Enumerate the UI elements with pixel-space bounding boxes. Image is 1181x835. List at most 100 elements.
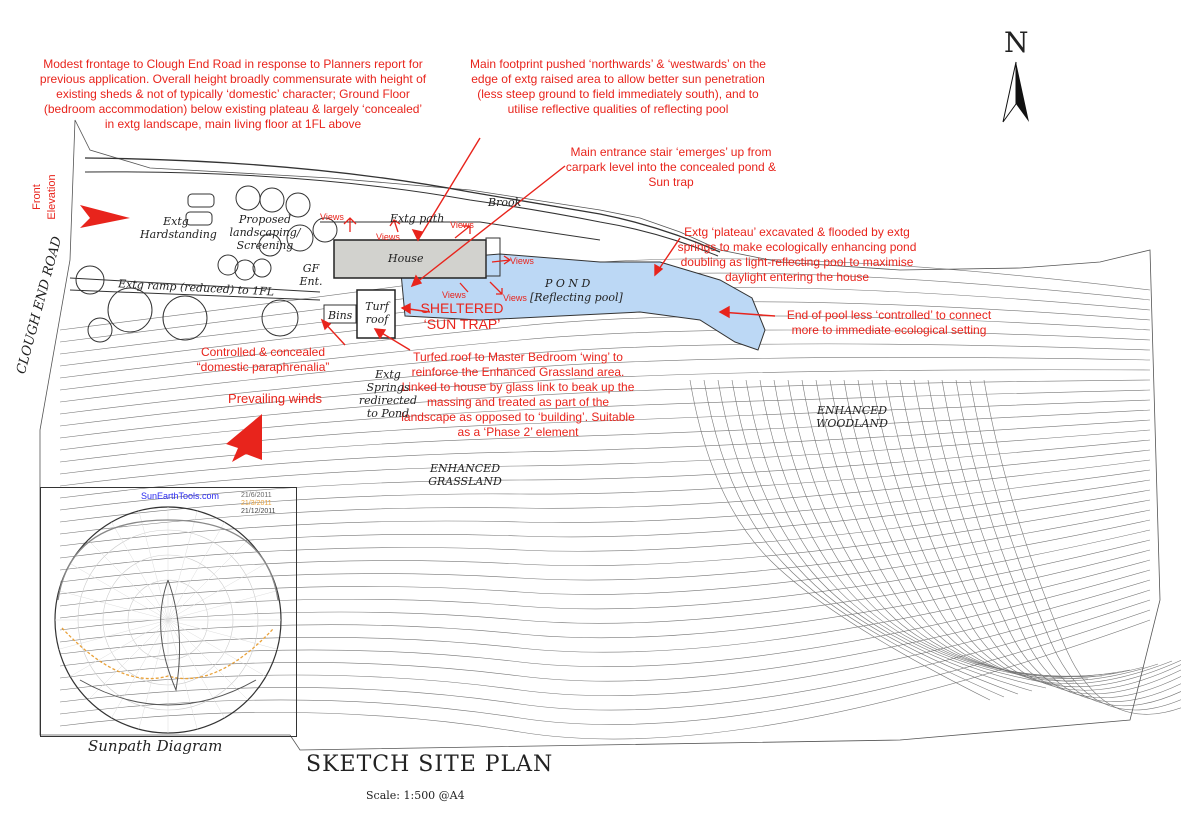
contour-line (59, 559, 1151, 655)
house-label: House (388, 252, 424, 265)
contour-line (955, 379, 1181, 707)
contour-line (59, 399, 1151, 463)
contour-line (59, 429, 1151, 499)
sunpath-legend-winter: 21/12/2011 (241, 508, 276, 515)
contour-line (59, 343, 1151, 403)
contour-line (59, 529, 1151, 619)
scale-label: Scale: 1:500 @A4 (366, 789, 465, 802)
note-entrance: Main entrance stair ‘emerges’ up from ca… (565, 145, 777, 189)
contour-line (745, 379, 1047, 689)
contour-line (59, 519, 1151, 607)
contour-line (59, 389, 1151, 451)
car (185, 211, 213, 226)
stair-block (485, 237, 501, 277)
contour-line (59, 589, 1151, 696)
contour-line (941, 379, 1181, 702)
summer-solstice-path (57, 519, 279, 601)
contour-line (59, 549, 1151, 643)
contour-line (773, 379, 1075, 683)
pond-label: P O N D (545, 277, 591, 290)
note-frontage: Modest frontage to Clough End Road in re… (39, 57, 427, 131)
note-pool-end: End of pool less ‘controlled’ to connect… (786, 308, 992, 337)
contour-line (885, 379, 1181, 688)
contour-line (927, 379, 1181, 698)
sunpath-panel: SunEarthTools.com 21/6/2011 21/3/2011 21… (40, 487, 297, 737)
equinox-path (61, 627, 275, 680)
contour-line (59, 315, 1151, 379)
trees (75, 185, 338, 343)
sunpath-azimuth-line (58, 590, 169, 621)
sunpath-azimuth-line (167, 539, 249, 621)
contour-line (59, 509, 1151, 595)
north-label: N (1004, 26, 1029, 59)
contour-line (857, 379, 1159, 682)
contour-line (59, 449, 1151, 523)
page-title: SKETCH SITE PLAN (306, 752, 554, 777)
contour-line (59, 357, 1151, 415)
sunpath-azimuth-line (167, 619, 249, 701)
sunpath-caption: Sunpath Diagram (88, 737, 223, 755)
sunpath-azimuth-line (167, 619, 198, 730)
views-label: Views (450, 220, 474, 230)
sunpath-azimuth-line (111, 522, 169, 621)
brook-line (84, 157, 721, 253)
brook-label: Brook (488, 196, 522, 209)
contour-line (59, 539, 1151, 631)
views-label: Views (510, 256, 534, 266)
contour-line (59, 439, 1151, 511)
woodland-label: ENHANCED WOODLAND (816, 404, 888, 430)
sunpath-azimuth-line (138, 510, 169, 621)
sunpath-azimuth-line (167, 590, 278, 621)
sunpath-azimuth-line (70, 563, 169, 621)
contour-line (703, 379, 1005, 698)
contour-line (59, 459, 1151, 535)
contour-line (59, 609, 1151, 725)
note-sheltered-sun-trap: SHELTERED ‘SUN TRAP’ (420, 300, 504, 332)
sunpath-azimuth-line (70, 619, 169, 677)
sunpath-azimuth-line (87, 619, 169, 701)
contour-line (59, 479, 1151, 559)
sunpath-azimuth-line (167, 619, 266, 677)
contour-line (59, 579, 1151, 682)
contour-line (59, 499, 1151, 583)
sunpath-azimuth-line (87, 539, 169, 621)
brook-line-2 (84, 171, 719, 257)
sunpath-azimuth-line (167, 619, 225, 718)
analemma-path (160, 579, 181, 692)
contour-line (59, 599, 1151, 711)
sunpath-azimuth-line (138, 619, 169, 730)
sunpath-source: SunEarthTools.com (141, 491, 220, 501)
bins-label: Bins (328, 309, 353, 322)
sunpath-azimuth-line (58, 619, 169, 650)
views-label: Views (442, 290, 466, 300)
sunpath-azimuth-line (167, 563, 266, 621)
contour-line (731, 379, 1033, 692)
contour-line (983, 379, 1181, 715)
contour-line (689, 379, 991, 701)
note-footprint: Main footprint pushed ‘northwards’ & ‘we… (470, 57, 766, 116)
winter-solstice-path (79, 679, 257, 706)
reflecting-label: [Reflecting pool] (530, 291, 623, 304)
bins-block (323, 304, 357, 324)
contour-lines (59, 258, 1181, 740)
sunpath-azimuth-line (167, 619, 278, 650)
contour-line (59, 379, 1151, 439)
gf-ent-label: GF Ent. (299, 262, 323, 288)
landscaping-label: Proposed landscaping/ Screening (229, 213, 301, 252)
contour-line (843, 379, 1145, 679)
path-label: Extg path (390, 212, 445, 225)
contour-line (969, 379, 1181, 711)
hardstanding-label: Extg Hardstanding (140, 215, 217, 241)
contour-line (717, 379, 1019, 695)
sunpath-azimuth-line (111, 619, 169, 718)
note-turfed-roof: Turfed roof to Master Bedroom ‘wing’ to … (401, 350, 635, 439)
car (187, 193, 215, 208)
contour-line (829, 379, 1131, 678)
pond-shape (399, 253, 766, 351)
site-boundary (39, 119, 1161, 751)
sunpath-azimuth-line (167, 510, 198, 621)
turf-roof-label: Turf roof (365, 300, 389, 326)
contour-line (899, 379, 1181, 691)
contour-line (59, 409, 1151, 475)
views-arrows (343, 217, 512, 295)
